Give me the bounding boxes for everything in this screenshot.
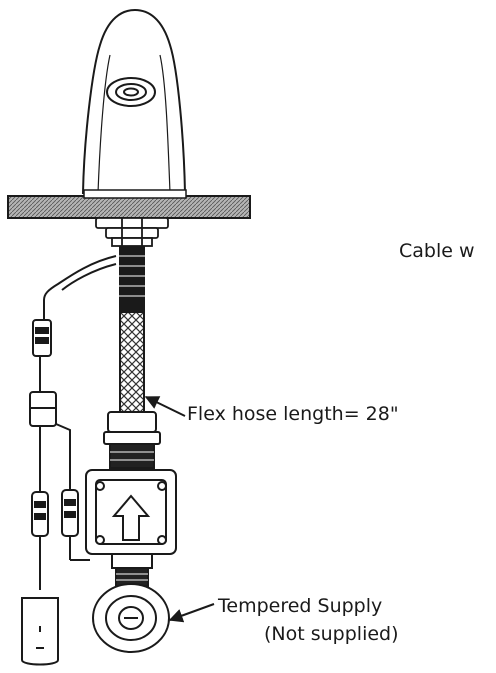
flex-hose xyxy=(119,311,145,413)
sensor-cable xyxy=(39,255,117,590)
countertop xyxy=(7,189,251,219)
hose-fitting xyxy=(103,411,161,469)
lower-fitting xyxy=(111,553,153,587)
threaded-shank xyxy=(119,246,145,312)
not-supplied-label: (Not supplied) xyxy=(264,623,399,645)
junction-box xyxy=(29,391,57,427)
tempered-supply-leader xyxy=(168,603,215,623)
mounting-hardware xyxy=(95,217,169,247)
flex-hose-label: Flex hose length= 28" xyxy=(187,403,399,425)
tempered-supply-label: Tempered Supply xyxy=(218,595,383,617)
stop-valve xyxy=(92,583,170,653)
cable-connector xyxy=(32,319,52,357)
inline-plug xyxy=(31,489,79,537)
battery-pack xyxy=(21,597,59,666)
cable-label: Cable w xyxy=(399,240,475,262)
solenoid-valve xyxy=(85,469,177,555)
flex-hose-leader xyxy=(144,396,186,417)
faucet-spout xyxy=(81,8,187,194)
